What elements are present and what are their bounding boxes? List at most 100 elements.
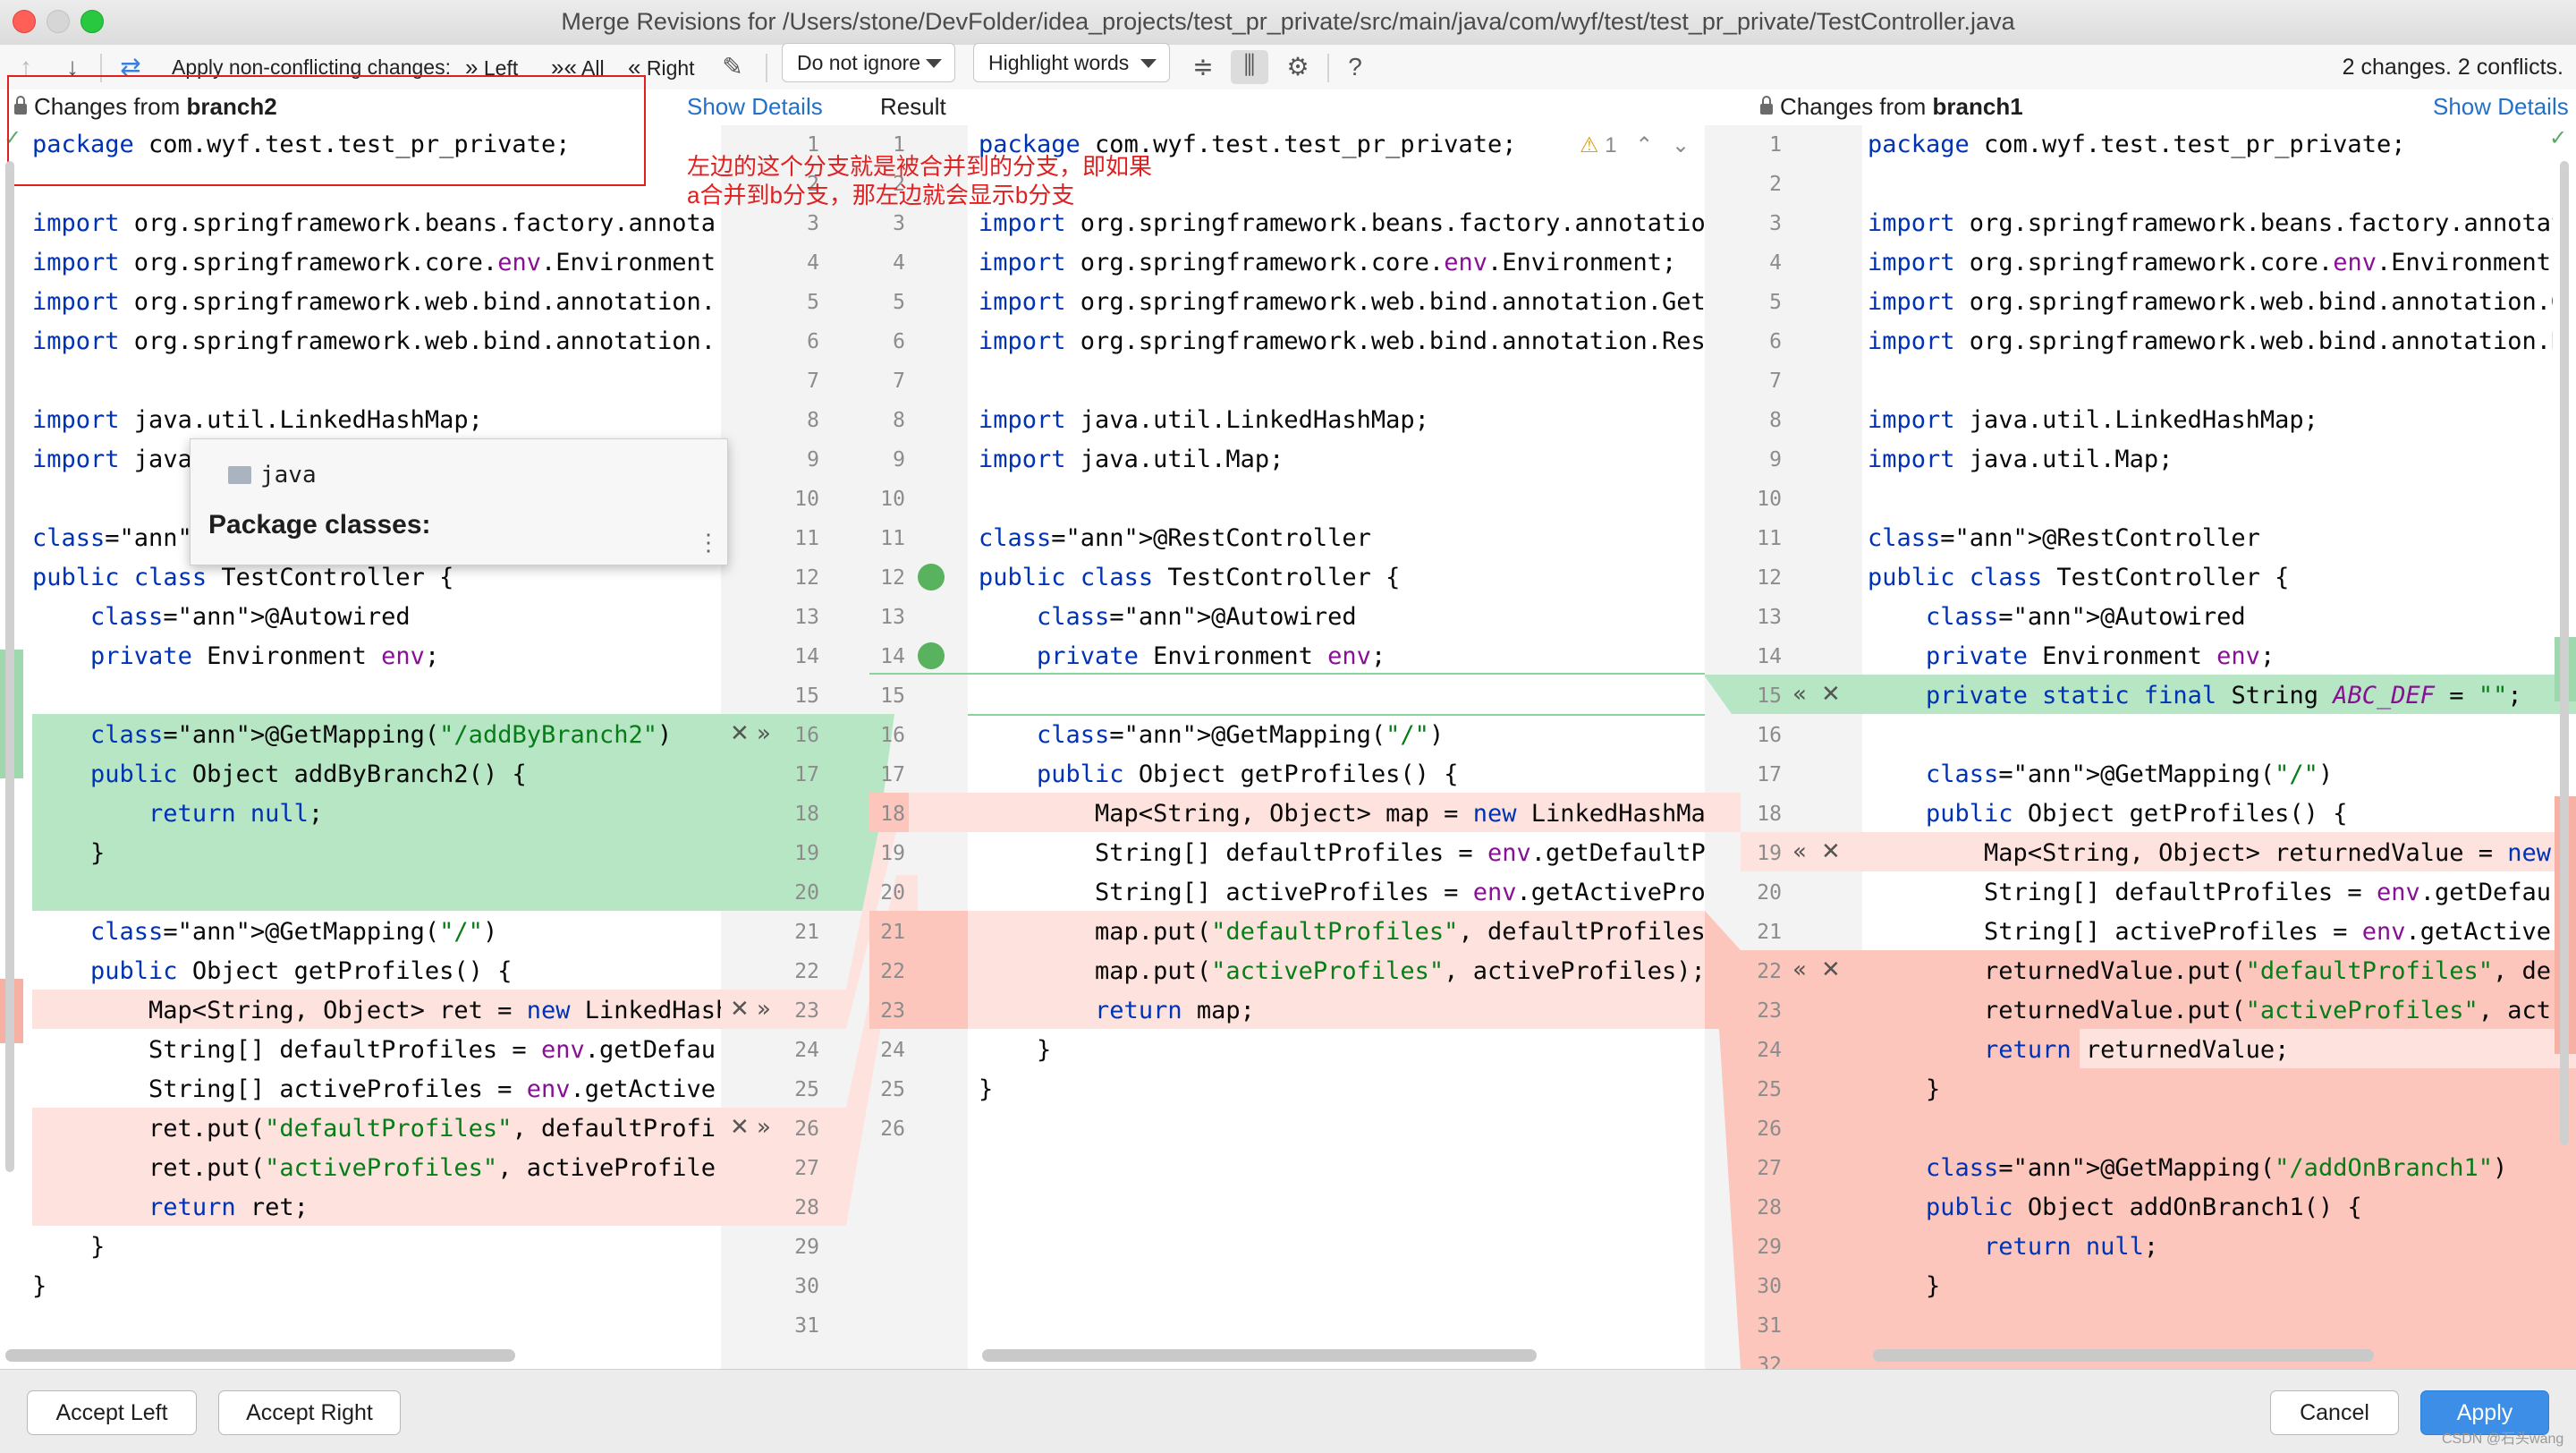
result-code-line[interactable]: import org.springframework.beans.factory… — [979, 209, 1705, 237]
left-code-line[interactable]: import java.util.LinkedHashMap; — [32, 406, 483, 434]
result-code-line[interactable]: public Object getProfiles() { — [1037, 760, 1459, 788]
ignore-whitespace-select[interactable]: Do not ignore — [782, 43, 955, 82]
accept-right-icon[interactable]: « — [1792, 956, 1807, 983]
accept-left-button[interactable]: Accept Left — [27, 1390, 197, 1435]
magic-resolve-icon[interactable]: ⇄ — [120, 53, 141, 81]
accept-left-icon[interactable]: » — [757, 1114, 771, 1141]
left-code-line[interactable]: class="ann">@GetMapping("/addByBranch2") — [90, 721, 673, 749]
right-code-line[interactable]: } — [1868, 1075, 1941, 1103]
right-code-line[interactable]: Map<String, Object> returnedValue = new — [1868, 839, 2552, 867]
left-code-line[interactable]: String[] defaultProfiles = env.getDefau — [32, 1036, 716, 1064]
accept-left-icon[interactable]: » — [757, 720, 771, 747]
result-code-line[interactable]: } — [979, 1075, 994, 1103]
left-code-line[interactable]: import org.springframework.web.bind.anno… — [32, 327, 716, 355]
right-vertical-scrollbar[interactable] — [2560, 161, 2569, 1145]
result-code-line[interactable] — [979, 361, 1705, 401]
minimize-window-button[interactable] — [47, 10, 70, 33]
ignore-x-icon[interactable]: ✕ — [1821, 681, 1841, 708]
right-code-line[interactable]: private Environment env; — [1926, 642, 2275, 670]
result-code-line[interactable]: class="ann">@RestController — [979, 524, 1371, 552]
left-vertical-scrollbar[interactable] — [5, 161, 14, 1172]
arrow-down-icon[interactable]: ↓ — [66, 53, 79, 81]
result-code-line[interactable]: class="ann">@Autowired — [1037, 603, 1357, 631]
result-editor[interactable] — [968, 125, 1705, 1369]
left-code-line[interactable]: import org.springframework.web.bind.anno… — [32, 288, 716, 316]
chevron-down-icon[interactable]: ⌄ — [1672, 133, 1690, 157]
right-code-line[interactable]: import java.util.Map; — [1868, 446, 2174, 473]
cancel-button[interactable]: Cancel — [2270, 1390, 2399, 1435]
result-code-line[interactable]: Map<String, Object> map = new LinkedHash… — [979, 800, 1705, 828]
left-code-line[interactable] — [32, 676, 721, 716]
left-code-line[interactable]: public class TestController { — [32, 564, 454, 591]
left-code-line[interactable]: String[] activeProfiles = env.getActive — [32, 1075, 716, 1103]
right-code-line[interactable]: import org.springframework.beans.factory… — [1868, 209, 2553, 237]
right-code-line[interactable]: } — [1868, 1272, 1941, 1300]
ignore-x-icon[interactable]: ✕ — [730, 720, 750, 747]
result-code-line[interactable]: private Environment env; — [1037, 642, 1386, 670]
collapse-unchanged-icon[interactable]: ≑ — [1192, 53, 1214, 81]
right-code-line[interactable]: public class TestController { — [1868, 564, 2290, 591]
left-code-line[interactable]: } — [32, 839, 106, 867]
right-code-line[interactable]: import java.util.LinkedHashMap; — [1868, 406, 2318, 434]
right-code-line[interactable]: public Object getProfiles() { — [1926, 800, 2348, 828]
apply-button[interactable]: Apply — [2420, 1390, 2549, 1435]
arrow-up-icon[interactable]: ↑ — [20, 53, 32, 81]
result-code-line[interactable]: return map; — [1095, 997, 1255, 1024]
left-code-line[interactable]: import org.springframework.beans.factory… — [32, 209, 716, 237]
inspection-widget[interactable]: ⚠ 1 ⌃ ⌄ — [1580, 132, 1690, 159]
close-window-button[interactable] — [13, 10, 36, 33]
right-code-line[interactable] — [1868, 480, 2553, 519]
right-code-line[interactable]: String[] activeProfiles = env.getActiveP — [1868, 918, 2553, 946]
right-code-line[interactable]: import org.springframework.web.bind.anno… — [1868, 288, 2553, 316]
right-code-line[interactable]: private static final String ABC_DEF = ""… — [1926, 682, 2522, 710]
right-code-line[interactable] — [1868, 1109, 2553, 1149]
left-code-line[interactable]: import org.springframework.core.env.Envi… — [32, 249, 716, 276]
right-code-line[interactable] — [1868, 165, 2553, 204]
result-code-line[interactable]: import org.springframework.core.env.Envi… — [979, 249, 1677, 276]
left-code-line[interactable] — [32, 361, 721, 401]
result-code-line[interactable]: String[] activeProfiles = env.getActiveP… — [979, 879, 1705, 906]
spring-bean-icon[interactable] — [918, 564, 945, 591]
sync-scroll-toggle[interactable]: ⫼ — [1231, 50, 1268, 84]
left-code-line[interactable]: ret.put("activeProfiles", activeProfile — [32, 1154, 716, 1182]
left-code-line[interactable]: Map<String, Object> ret = new LinkedHash — [32, 997, 721, 1024]
left-code-line[interactable]: package com.wyf.test.test_pr_private; — [32, 131, 571, 158]
result-code-line[interactable]: import java.util.Map; — [979, 446, 1284, 473]
left-code-line[interactable]: public Object addByBranch2() { — [90, 760, 527, 788]
result-code-line[interactable]: import java.util.LinkedHashMap; — [979, 406, 1429, 434]
right-code-line[interactable]: returnedValue.put("activeProfiles", acti — [1868, 997, 2553, 1024]
popup-package-name[interactable]: java — [260, 462, 317, 489]
ignore-x-icon[interactable]: ✕ — [730, 1114, 750, 1141]
result-code-line[interactable] — [979, 676, 1705, 716]
left-code-line[interactable]: } — [32, 1272, 47, 1300]
left-show-details-link[interactable]: Show Details — [687, 93, 823, 120]
accept-right-icon[interactable]: « — [1792, 838, 1807, 865]
result-code-line[interactable]: import org.springframework.web.bind.anno… — [979, 327, 1705, 355]
chevron-up-icon[interactable]: ⌃ — [1635, 133, 1654, 157]
result-code-line[interactable]: class="ann">@GetMapping("/") — [1037, 721, 1445, 749]
right-code-line[interactable]: import org.springframework.core.env.Envi… — [1868, 249, 2553, 276]
result-code-line[interactable]: } — [979, 1036, 1052, 1064]
accept-right-icon[interactable]: « — [1792, 681, 1807, 708]
left-code-line[interactable]: } — [32, 1233, 106, 1261]
right-code-line[interactable]: import org.springframework.web.bind.anno… — [1868, 327, 2553, 355]
ignore-x-icon[interactable]: ✕ — [1821, 838, 1841, 865]
right-code-line[interactable] — [1868, 361, 2553, 401]
right-show-details-link[interactable]: Show Details — [2433, 93, 2569, 120]
result-code-line[interactable]: import org.springframework.web.bind.anno… — [979, 288, 1705, 316]
right-code-line[interactable]: class="ann">@Autowired — [1926, 603, 2246, 631]
highlight-mode-select[interactable]: Highlight words — [973, 43, 1170, 82]
ignore-x-icon[interactable]: ✕ — [730, 996, 750, 1023]
result-code-line[interactable]: package com.wyf.test.test_pr_private; — [979, 131, 1517, 158]
right-code-line[interactable]: class="ann">@GetMapping("/") — [1926, 760, 2334, 788]
more-options-icon[interactable]: ⋮ — [697, 529, 720, 556]
right-code-line[interactable]: return null; — [1984, 1233, 2159, 1261]
right-code-line[interactable]: public Object addOnBranch1() { — [1926, 1194, 2362, 1221]
right-code-line[interactable]: class="ann">@RestController — [1868, 524, 2260, 552]
left-code-line[interactable]: return null; — [148, 800, 324, 828]
spring-autowired-icon[interactable] — [918, 642, 945, 669]
result-code-line[interactable]: map.put("activeProfiles", activeProfiles… — [979, 957, 1705, 985]
left-code-line[interactable]: class="ann">@Autowired — [90, 603, 411, 631]
left-code-line[interactable]: private Environment env; — [90, 642, 440, 670]
help-icon[interactable]: ? — [1348, 53, 1362, 81]
